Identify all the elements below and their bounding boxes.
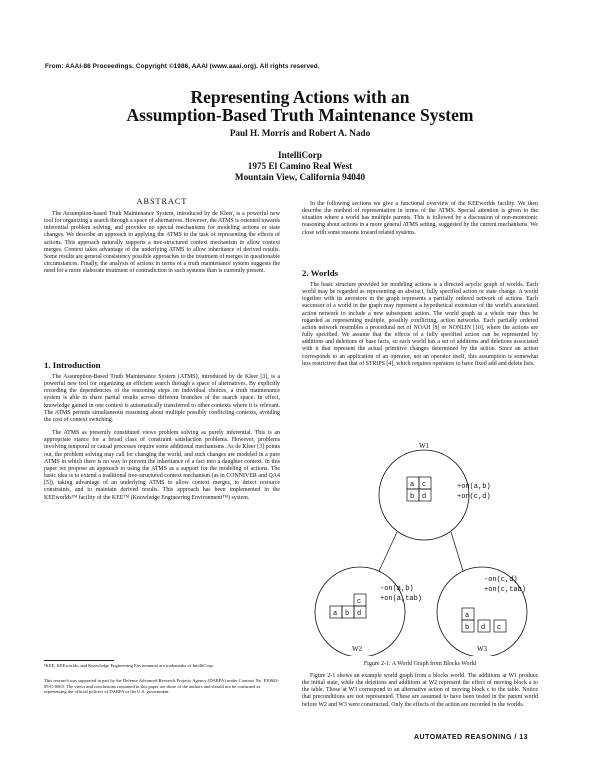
title-line-1: Representing Actions with an xyxy=(190,87,410,107)
worlds-heading: 2. Worlds xyxy=(302,268,339,278)
w2-block-c: c xyxy=(357,598,361,606)
intro-body: The Assumption-Based Truth Maintenance S… xyxy=(44,374,280,502)
affiliation: IntelliCorp 1975 El Camino Real West Mou… xyxy=(0,150,600,183)
w1-circle xyxy=(378,449,470,541)
footnote-funding: This research was supported in part by t… xyxy=(44,678,280,695)
page-footer: AUTOMATED REASONING / 13 xyxy=(414,734,529,741)
abstract-text: The Assumption-based Truth Maintenance S… xyxy=(44,211,280,275)
w2-delete-on-a-b: -on(a,b) xyxy=(380,585,414,593)
authors: Paul H. Morris and Robert A. Nado xyxy=(229,128,371,138)
intro-paragraph-2: The ATMS as presently constituted views … xyxy=(44,430,280,501)
worlds-paragraph-1: The basic structure provided for modelin… xyxy=(302,282,538,367)
w1-block-a: a xyxy=(410,481,414,489)
copyright-notice: From: AAAI-86 Proceedings. Copyright ©19… xyxy=(45,63,320,70)
right-paragraph-1: In the following sections we give a func… xyxy=(302,201,538,236)
affiliation-city: Mountain View, California 94040 xyxy=(234,172,366,182)
worlds-body: The basic structure provided for modelin… xyxy=(302,282,538,368)
w3-block-a: a xyxy=(465,612,469,620)
footnote-rule xyxy=(44,660,114,661)
figure-discussion: Figure 2-1 shows an example world graph … xyxy=(302,673,538,709)
w2-block-a: a xyxy=(333,610,337,618)
edge-w1-w2 xyxy=(378,531,398,572)
w3-block-c: c xyxy=(497,624,501,632)
intro-heading: 1. Introduction xyxy=(44,360,101,370)
w1-block-c: c xyxy=(422,481,426,489)
w1-add-on-a-b: +on(a,b) xyxy=(457,483,491,491)
w3-block-d: d xyxy=(481,624,485,632)
w3-circle xyxy=(436,566,528,656)
intro-paragraph-1: The Assumption-Based Truth Maintenance S… xyxy=(44,374,280,423)
w1-add-on-c-d: +on(c,d) xyxy=(457,493,491,501)
right-paragraph-2: Figure 2-1 shows an example world graph … xyxy=(302,673,538,708)
world-graph-figure: W1 a c b d +on(a,b) +on(c,d) a b d c -on… xyxy=(314,442,528,656)
figure-caption: Figure 2-1: A World Graph from Blocks Wo… xyxy=(363,661,477,667)
w3-add-on-c-tab: +on(c,tab) xyxy=(484,586,526,594)
w3-label: W3 xyxy=(477,645,488,653)
footnote-trademark: ¹KEE, KEEworlds, and Knowledge Engineeri… xyxy=(44,663,214,668)
w2-block-b: b xyxy=(345,610,349,618)
w1-label: W1 xyxy=(419,442,430,450)
right-intro-body: In the following sections we give a func… xyxy=(302,201,538,237)
w1-block-d: d xyxy=(422,493,426,501)
abstract-body: The Assumption-based Truth Maintenance S… xyxy=(44,211,280,275)
w2-label: W2 xyxy=(352,645,363,653)
paper-title: Representing Actions with an Assumption-… xyxy=(0,88,600,124)
w2-add-on-a-tab: +on(a,tab) xyxy=(380,595,422,603)
w2-block-d: d xyxy=(357,610,361,618)
w1-block-b: b xyxy=(410,493,414,501)
affiliation-org: IntelliCorp xyxy=(278,150,322,160)
w3-block-b: b xyxy=(465,624,469,632)
affiliation-street: 1975 El Camino Real West xyxy=(247,161,353,171)
w2-circle xyxy=(314,566,406,656)
edge-w1-w3 xyxy=(450,531,464,572)
title-line-2: Assumption-Based Truth Maintenance Syste… xyxy=(126,105,474,125)
abstract-heading: ABSTRACT xyxy=(136,197,188,206)
w3-delete-on-c-d: -on(c,d) xyxy=(484,576,518,584)
